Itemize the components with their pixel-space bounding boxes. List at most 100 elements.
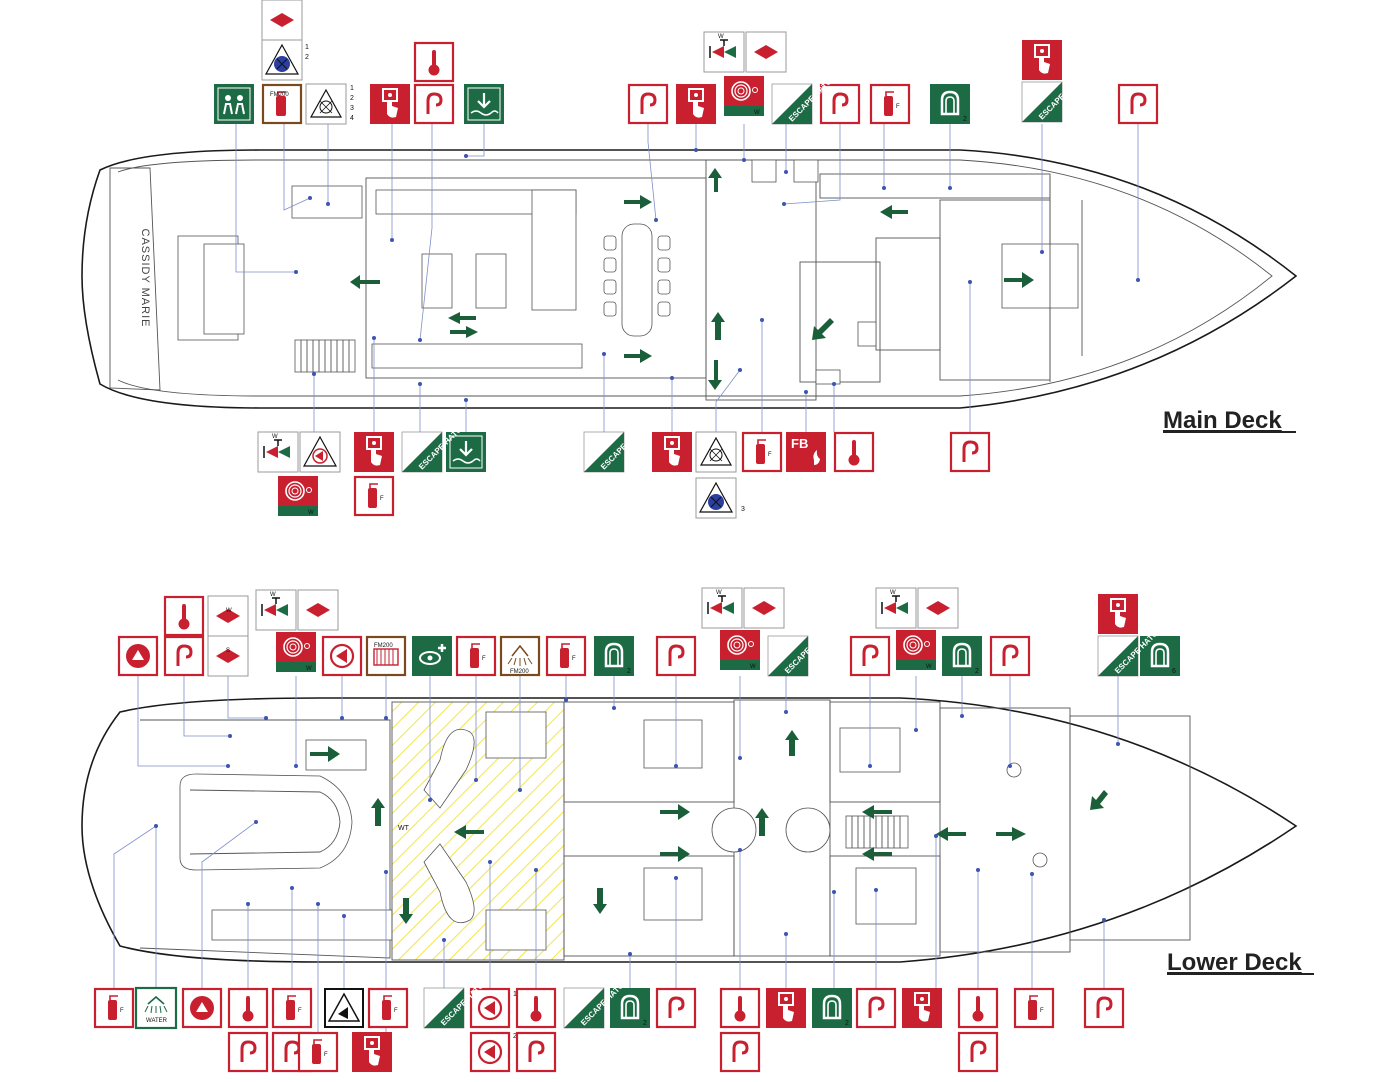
eyewash-icon: [410, 634, 454, 678]
fire-detector-icon: [957, 987, 999, 1029]
lower-deck: WT: [81, 697, 1298, 963]
main-bathroom-fixture-b: [793, 159, 819, 183]
deck-valve-icon: [917, 587, 959, 629]
escape-arrow-cabin-down: [593, 888, 607, 914]
escape-arrow-fwd-cabin-a: [862, 805, 892, 819]
fire-hose-icon: [277, 475, 319, 517]
fire-extinguisher-icon: [353, 475, 395, 517]
deck-valve-icon: [743, 587, 785, 629]
fire-hook-icon: [957, 1031, 999, 1073]
fire-extinguisher-icon: [367, 987, 409, 1029]
lower-deck-device-dots: [154, 698, 1120, 956]
fire-pump-icon: [469, 1031, 511, 1073]
svg-text:2: 2: [643, 1020, 647, 1027]
deck-valve-icon: [745, 31, 787, 73]
svg-text:2: 2: [845, 1020, 849, 1027]
svg-text:4: 4: [350, 115, 354, 122]
saloon-side-table: [475, 253, 507, 309]
fm200-extinguisher-icon: [261, 83, 303, 125]
lower-deck-title: Lower Deck: [1167, 949, 1302, 976]
lower-deck-hull: [81, 697, 1298, 963]
valve-icon: [703, 31, 745, 73]
escape-arrow-corridor-b: [660, 846, 690, 862]
main-deck-title: Main Deck: [1163, 407, 1282, 434]
fm200-label: FM200: [270, 92, 289, 98]
fire-alarm-button-icon: [1021, 39, 1063, 81]
lobby-stair-treads: [851, 816, 901, 848]
fire-alarm-bell-icon: [117, 635, 159, 677]
valve-w-label: W: [226, 608, 232, 614]
water-label: WATER: [146, 1018, 168, 1024]
fire-extinguisher-icon: [545, 635, 587, 677]
lower-deck-symbols-top: [117, 587, 1182, 678]
valve-icon: [701, 587, 743, 629]
escape-arrow-garage-up: [371, 798, 385, 826]
galley-cooktop: [857, 321, 877, 347]
fire-hose-icon: [895, 629, 937, 671]
fire-extinguisher-icon: [455, 635, 497, 677]
watertight-door-label: WT: [398, 825, 410, 832]
tender-tube: [189, 789, 341, 855]
fire-alarm-button-icon: [765, 987, 807, 1029]
tender-garage: [139, 719, 391, 959]
fire-pump-icon: [321, 635, 363, 677]
escape-arrow-saloon-fwd-b: [624, 349, 652, 363]
saloon-sideboard: [371, 343, 583, 369]
fire-hook-icon: [227, 1031, 269, 1073]
fire-hook-icon: [719, 1031, 761, 1073]
svg-text:3: 3: [350, 105, 354, 112]
svg-text:3: 3: [741, 506, 745, 513]
fire-hook-icon: [989, 635, 1031, 677]
escape-arrow-crew-aft: [936, 827, 966, 841]
heat-detector-icon: [695, 477, 737, 519]
double-bed-a: [643, 719, 703, 769]
fire-extinguisher-icon: [1013, 987, 1055, 1029]
sea-valve-icon: [207, 635, 249, 677]
fire-hook-icon: [949, 431, 991, 473]
main-deck-symbols-top: 1 2 1 2 3 4: [213, 0, 1159, 126]
fire-detector-icon: [413, 41, 455, 83]
fire-hook-icon: [627, 83, 669, 125]
lobby-stairs: [845, 815, 909, 849]
main-aft-stairs: [294, 339, 356, 373]
main-deck-bulwark: [117, 159, 1273, 397]
smoke-detector-icon: [695, 431, 737, 473]
escape-arrow-owners: [1004, 272, 1034, 288]
fire-extinguisher-icon: [271, 987, 313, 1029]
main-deck-device-dots: [294, 148, 1140, 402]
svg-text:2: 2: [627, 668, 631, 675]
fire-detector-icon: [163, 595, 205, 637]
fire-detector-icon: [719, 987, 761, 1029]
main-deck-symbols-bottom: 3: [257, 430, 991, 519]
fire-hook-icon: [413, 83, 455, 125]
valve-w-label: W: [718, 34, 724, 40]
fire-alarm-bell-icon: [181, 987, 223, 1029]
escape-arrow-crew-fwd: [996, 827, 1026, 841]
svg-text:1: 1: [513, 991, 517, 998]
fire-hook-icon: [855, 987, 897, 1029]
lower-deck-symbols-bottom: 1 2: [93, 986, 1125, 1073]
forepeak-store: [1069, 715, 1191, 941]
generator-b: [485, 909, 547, 951]
fm200-label: FM200: [374, 643, 393, 649]
escape-arrow-galley: [812, 318, 834, 340]
svg-text:1: 1: [305, 44, 309, 51]
fire-extinguisher-icon: [869, 83, 911, 125]
svg-text:2: 2: [350, 95, 354, 102]
fire-alarm-button-icon: [675, 83, 717, 125]
escape-arrow-corridor: [880, 205, 908, 219]
fire-alarm-button-icon: [369, 83, 411, 125]
main-bathroom-fixture-a: [751, 159, 777, 183]
fire-alarm-triangle-icon: [299, 431, 341, 473]
fire-detector-icon: [515, 987, 557, 1029]
deck-valve-icon: [297, 589, 339, 631]
valve-icon: [257, 431, 299, 473]
crew-toilet-b: [1032, 852, 1048, 868]
muster-station-icon: [213, 83, 255, 125]
fire-alarm-button-icon: [651, 431, 693, 473]
fire-hook-icon: [655, 987, 697, 1029]
svg-text:1: 1: [350, 85, 354, 92]
fire-alarm-button-icon: [1097, 593, 1139, 635]
owners-bed: [1001, 243, 1079, 309]
